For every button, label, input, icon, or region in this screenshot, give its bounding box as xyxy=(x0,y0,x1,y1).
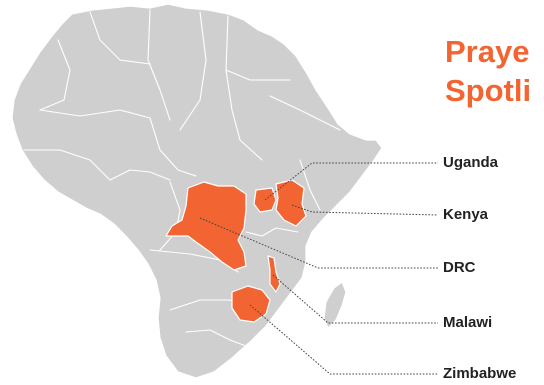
zimbabwe-leader xyxy=(249,304,438,375)
page-title: Praye Spotli xyxy=(445,32,531,110)
title-line-1: Praye xyxy=(445,34,530,69)
kenya-shape[interactable] xyxy=(275,179,307,227)
leader-lines xyxy=(199,162,439,375)
title-line-2: Spotli xyxy=(445,73,532,108)
madagascar xyxy=(323,281,347,329)
label-drc[interactable]: DRC xyxy=(443,259,476,276)
drc-leader xyxy=(199,217,438,269)
uganda-leader xyxy=(264,162,438,201)
label-zimbabwe[interactable]: Zimbabwe xyxy=(443,365,517,382)
label-uganda[interactable]: Uganda xyxy=(443,154,499,171)
country-borders xyxy=(23,9,341,347)
malawi-shape[interactable] xyxy=(267,255,281,293)
label-malawi[interactable]: Malawi xyxy=(443,314,493,331)
zimbabwe-shape[interactable] xyxy=(231,285,271,323)
label-kenya[interactable]: Kenya xyxy=(443,206,489,223)
kenya-leader xyxy=(291,204,439,216)
drc-shape[interactable] xyxy=(165,181,247,271)
